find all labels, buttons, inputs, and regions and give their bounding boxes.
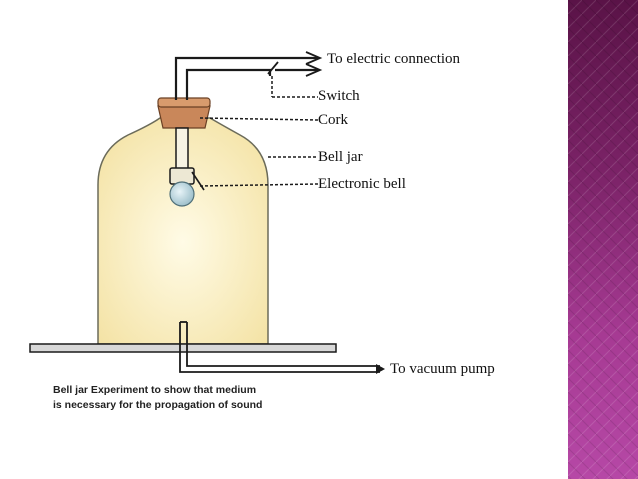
caption-line-1: Bell jar Experiment to show that medium xyxy=(53,384,257,396)
label-electric-connection: To electric connection xyxy=(327,51,461,67)
bell-stem xyxy=(175,127,189,171)
electric-wire xyxy=(185,68,272,100)
label-switch: Switch xyxy=(318,88,360,104)
side-band-pattern xyxy=(568,0,638,479)
bell-jar-diagram xyxy=(29,51,385,374)
base-plate xyxy=(29,343,337,353)
vacuum-pipe xyxy=(179,322,380,373)
label-bell-jar: Bell jar xyxy=(318,149,363,165)
arrow-icon xyxy=(305,51,323,65)
label-electronic-bell: Electronic bell xyxy=(318,176,406,192)
arrow-icon xyxy=(305,63,323,77)
arrow-icon xyxy=(376,364,385,374)
decorative-side-band xyxy=(568,0,638,479)
electronic-bell xyxy=(169,181,195,207)
cork xyxy=(157,105,211,129)
cork-leader xyxy=(199,117,319,121)
label-cork: Cork xyxy=(318,112,348,128)
electric-wire xyxy=(174,56,318,100)
caption-line-2: is necessary for the propagation of soun… xyxy=(53,399,263,411)
label-vacuum-pump: To vacuum pump xyxy=(390,361,495,377)
